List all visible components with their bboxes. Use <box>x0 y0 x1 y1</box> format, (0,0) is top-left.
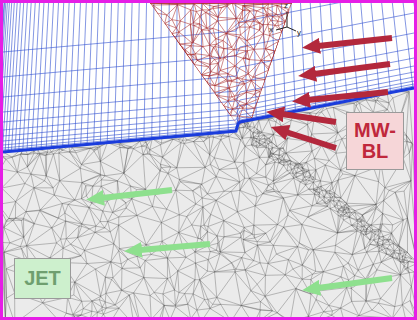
mesh-line <box>2 3 11 154</box>
mesh-line <box>15 3 24 153</box>
mesh-line <box>301 3 306 111</box>
mesh-line <box>27 3 35 152</box>
mesh-line <box>74 3 80 148</box>
axis-label: z <box>284 2 288 10</box>
mesh-line <box>184 3 186 138</box>
cone-mesh <box>150 3 292 126</box>
label-box: MW-BL <box>346 112 404 170</box>
mesh-line <box>11 3 20 153</box>
mesh-line <box>403 3 413 90</box>
mesh-line <box>23 3 31 152</box>
mesh-line <box>371 3 380 97</box>
mesh-line <box>121 3 125 143</box>
flow-arrow <box>318 38 392 46</box>
axis-triad <box>276 12 296 31</box>
flow-arrow <box>102 190 172 198</box>
mesh-line <box>176 3 177 138</box>
mesh-line <box>3 0 414 52</box>
mesh-line <box>57 3 64 149</box>
mesh-line <box>160 3 162 140</box>
mesh-line <box>291 3 296 113</box>
mesh-line <box>107 3 111 145</box>
mesh-line <box>382 3 391 95</box>
mesh-line <box>114 3 118 144</box>
mesh-line <box>201 3 202 136</box>
box-label: JET <box>24 268 61 289</box>
axis-label: y <box>297 29 301 37</box>
mesh-line <box>350 3 358 101</box>
mesh-line <box>330 3 337 105</box>
flow-arrow <box>318 278 392 288</box>
mesh-line <box>144 3 147 141</box>
mesh-line <box>100 3 105 145</box>
flow-arrow <box>308 92 388 100</box>
mesh-line <box>68 3 74 148</box>
flow-arrow <box>282 114 336 122</box>
mesh-line <box>51 3 58 150</box>
surface-mesh <box>0 90 417 320</box>
label-box: JET <box>14 258 71 299</box>
mesh-line <box>310 3 316 109</box>
mesh-line <box>150 3 292 126</box>
mesh-line <box>320 3 326 107</box>
flow-arrow <box>314 64 390 74</box>
mesh-line <box>0 90 417 320</box>
mesh-line <box>94 3 99 146</box>
mesh-line <box>81 3 87 147</box>
mesh-line <box>3 48 414 112</box>
mesh-line <box>340 3 347 103</box>
mesh-line <box>87 3 92 146</box>
flow-arrow <box>140 244 210 250</box>
mesh-line <box>31 3 39 151</box>
mesh-line <box>36 3 44 151</box>
box-label: MW-BL <box>354 120 396 162</box>
axis-label: x <box>269 26 273 34</box>
mesh-line <box>361 3 369 99</box>
mesh-line <box>168 3 170 139</box>
flow-arrow <box>286 132 336 148</box>
mesh-line <box>152 3 154 141</box>
mesh-line <box>129 3 132 143</box>
green-arrows <box>102 190 392 288</box>
mesh-line <box>136 3 139 142</box>
mesh-line <box>19 3 28 153</box>
mesh-line <box>63 3 70 149</box>
